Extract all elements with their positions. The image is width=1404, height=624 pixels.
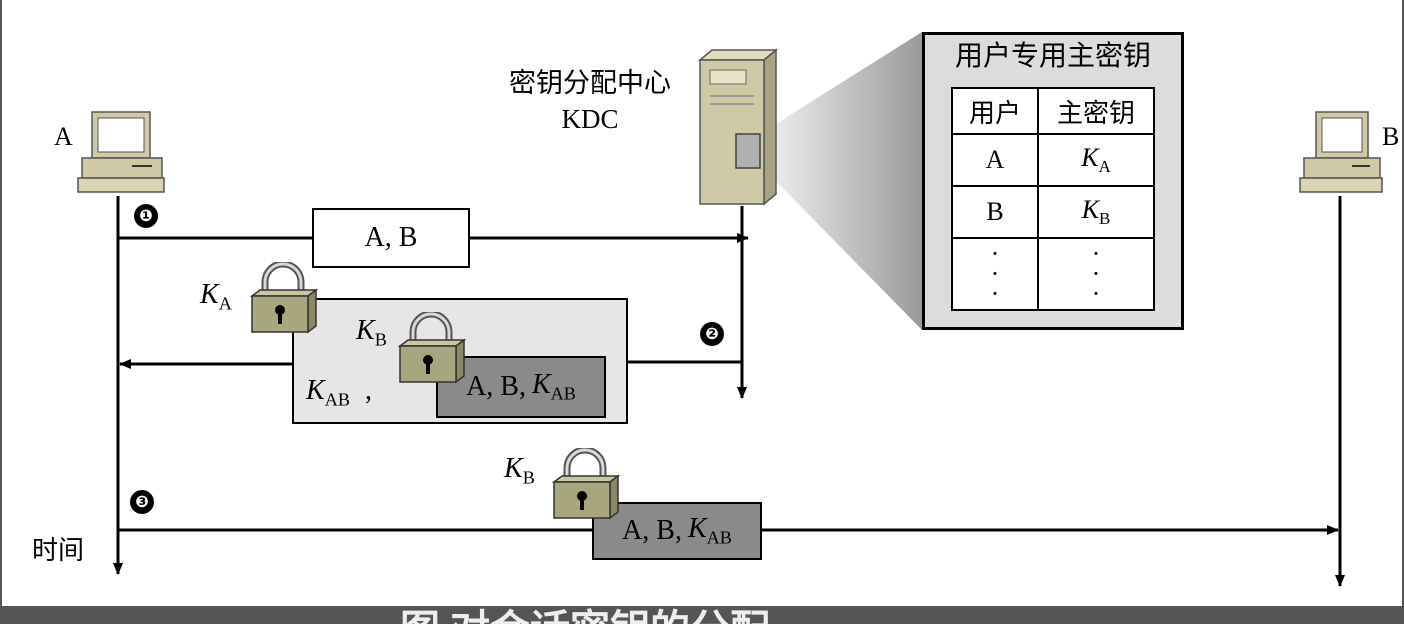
table-header-row: 用户 主密钥: [951, 87, 1155, 135]
lock-kb-label-1: KB: [356, 315, 387, 350]
message-1-box: A, B: [312, 208, 470, 268]
padlock-kb-icon-2: [551, 448, 620, 520]
table-row: A KA: [951, 133, 1155, 187]
computer-a-icon: [77, 111, 165, 193]
padlock-ka-icon: [249, 262, 318, 334]
table-row-ellipsis: ··· ···: [951, 237, 1155, 311]
message-1-text: A, B: [364, 222, 418, 253]
header-user: 用户: [951, 87, 1039, 135]
ellipsis-dots: ···: [1037, 237, 1155, 311]
step-2-marker: ❷: [700, 322, 724, 346]
master-key-table: 用户 主密钥 A KA B KB ··· ···: [951, 87, 1155, 311]
time-axis-label: 时间: [32, 536, 85, 565]
step-3-marker: ❸: [130, 490, 154, 514]
message-2-session-key: KAB ,: [306, 375, 372, 410]
message-3-box: A, B, KAB: [592, 502, 762, 560]
kdc-server-icon: [697, 48, 779, 206]
host-a-label: A: [54, 122, 73, 151]
master-key-table-panel: 用户专用主密钥 用户 主密钥 A KA B KB ··· ···: [922, 32, 1184, 330]
cell-user: B: [951, 185, 1039, 239]
cell-user: A: [951, 133, 1039, 187]
ellipsis-dots: ···: [951, 237, 1039, 311]
padlock-kb-icon-1: [397, 312, 466, 384]
step-1-marker: ❶: [134, 204, 158, 228]
kdc-name-label: 密钥分配中心: [509, 68, 671, 98]
figure-caption: 图 对会话密钥的分配: [400, 610, 770, 624]
computer-b-icon: [1299, 111, 1383, 193]
kdc-abbr-label: KDC: [561, 104, 619, 134]
lock-kb-label-2: KB: [504, 453, 535, 488]
master-key-table-title: 用户专用主密钥: [954, 41, 1151, 72]
cell-key: KA: [1037, 133, 1155, 187]
zoom-cone: [763, 32, 922, 330]
lock-ka-label: KA: [200, 279, 232, 314]
cell-key: KB: [1037, 185, 1155, 239]
header-master-key: 主密钥: [1037, 87, 1155, 135]
table-row: B KB: [951, 185, 1155, 239]
figure-caption-strip: 图 对会话密钥的分配: [0, 606, 1404, 624]
host-b-label: B: [1382, 122, 1400, 151]
